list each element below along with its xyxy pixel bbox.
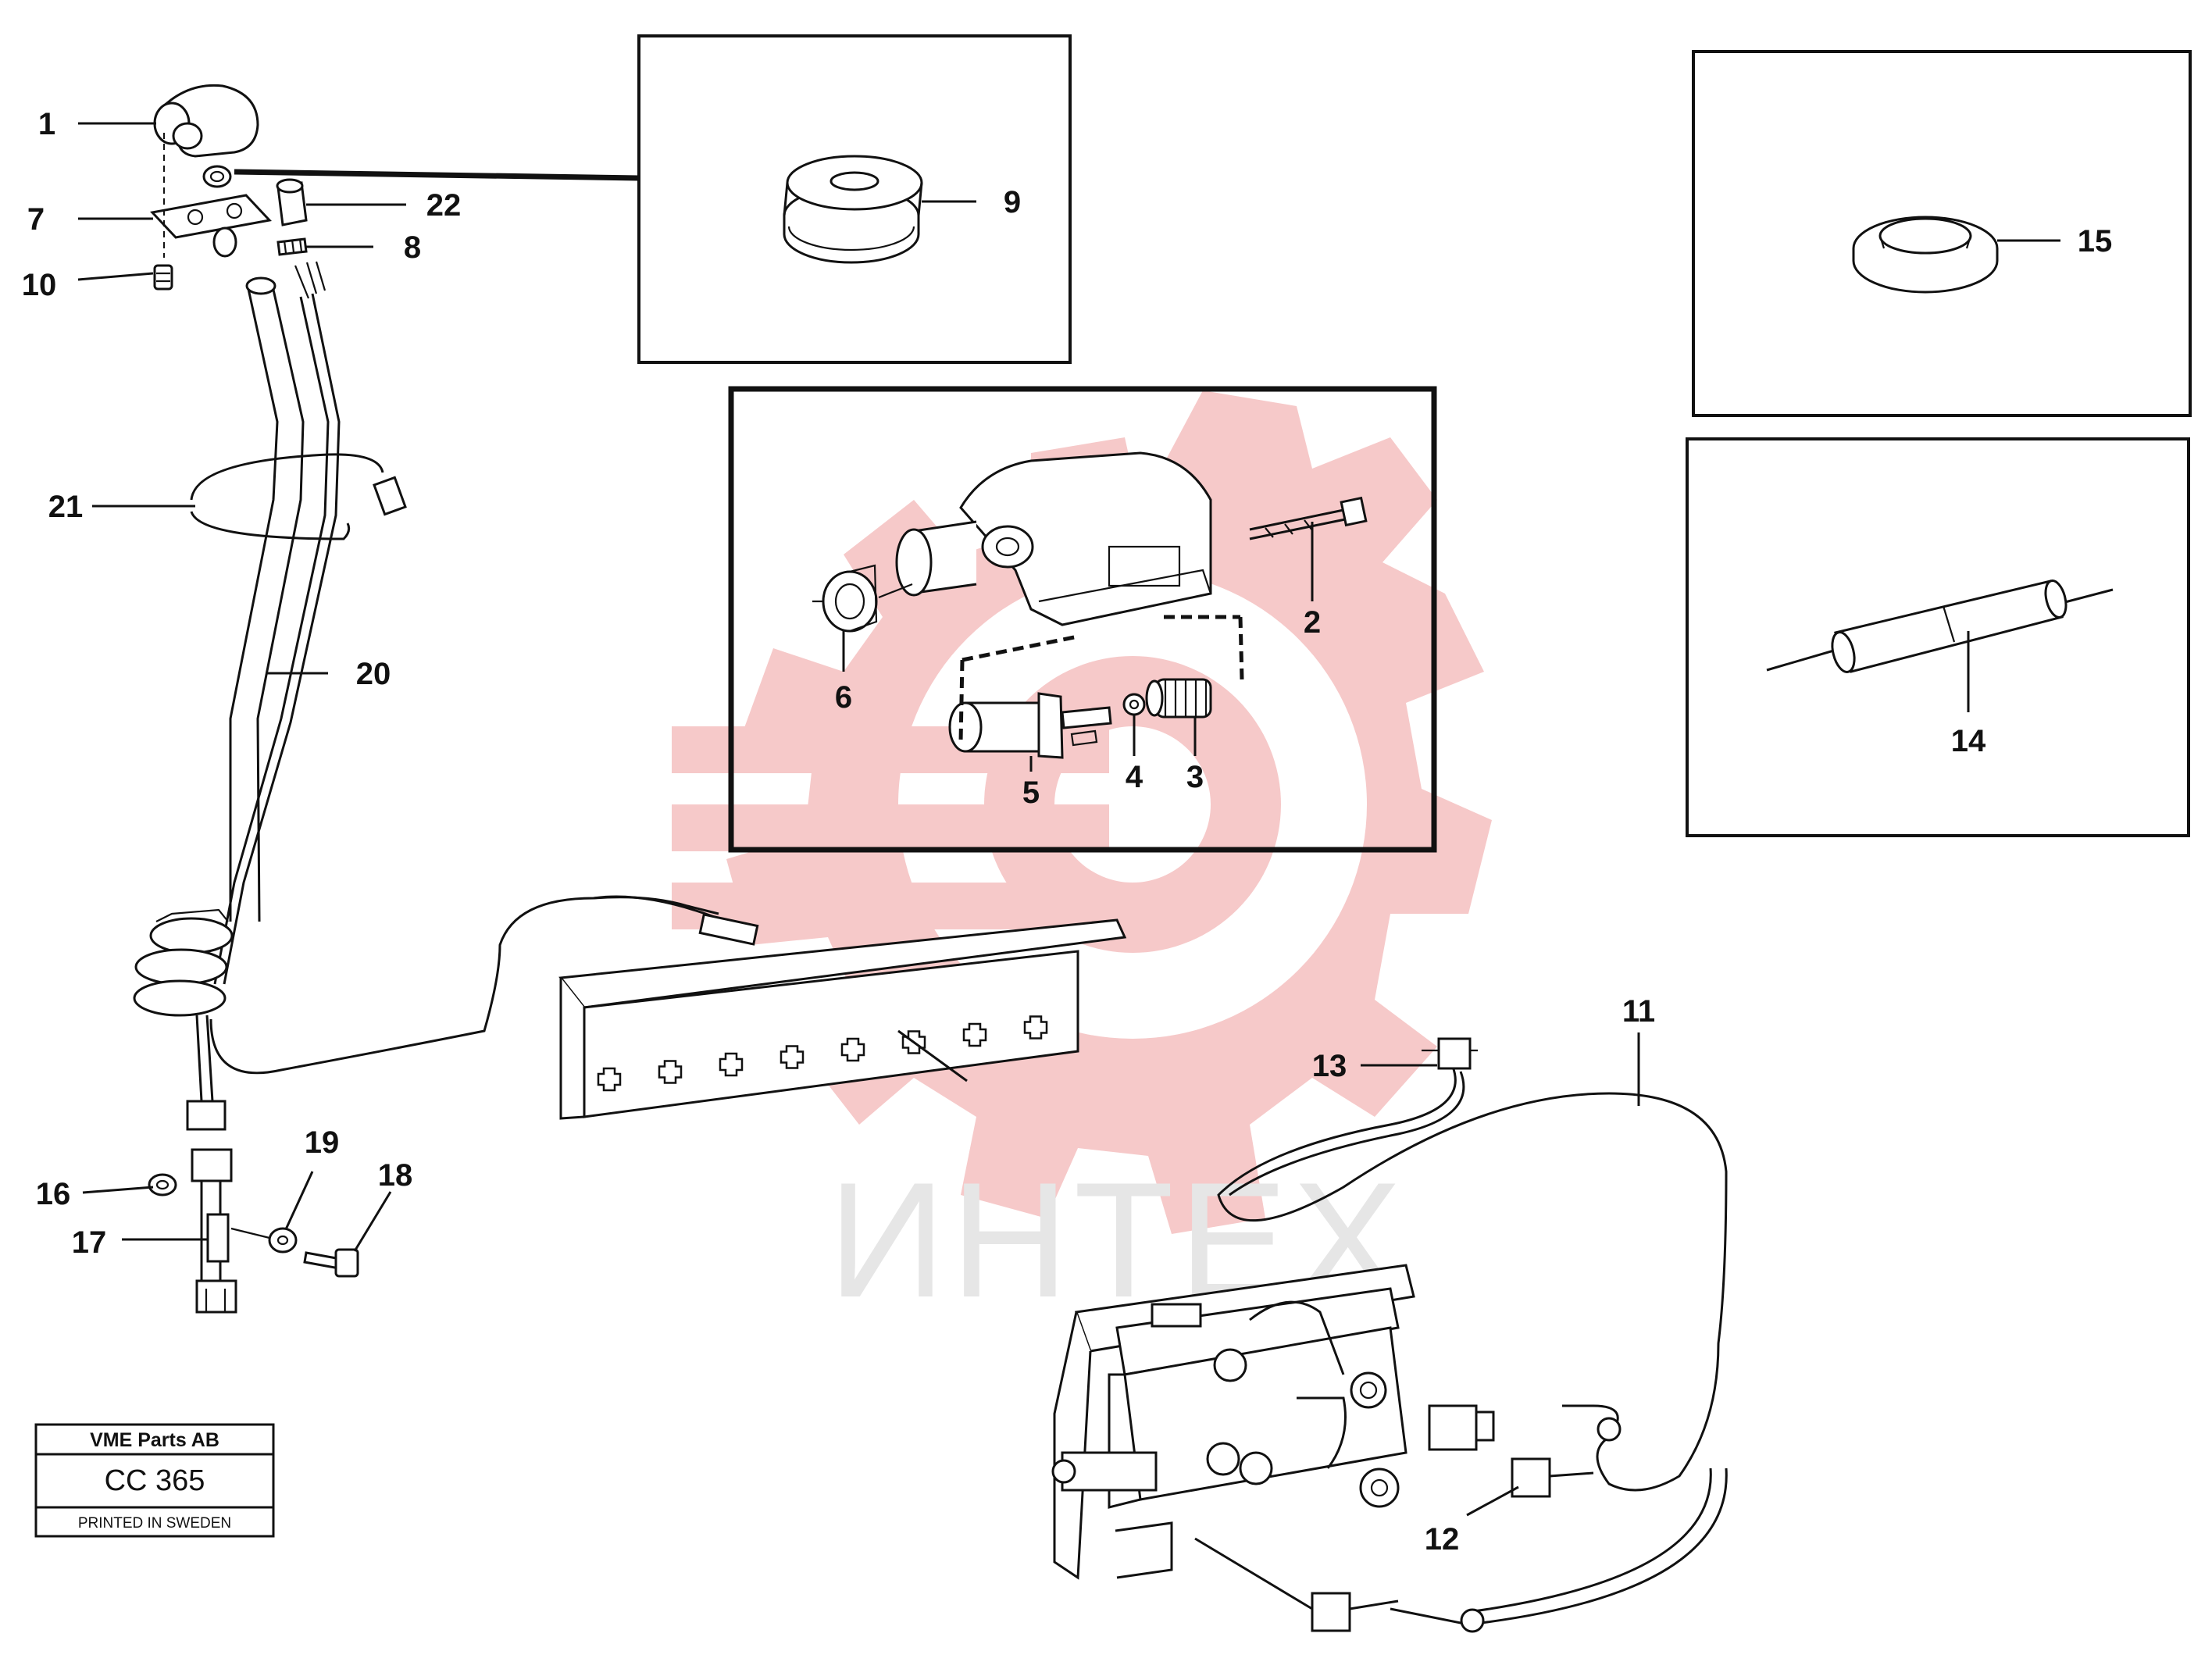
callout-2: 2 xyxy=(1304,605,1321,640)
spring-3 xyxy=(1145,678,1212,719)
stamp-company: VME Parts AB xyxy=(90,1429,219,1451)
speed-stripe-2 xyxy=(672,804,1109,851)
callout-16: 16 xyxy=(36,1177,71,1211)
indicator-panel xyxy=(558,918,1127,1120)
washer-4 xyxy=(1122,693,1146,716)
callout-21: 21 xyxy=(48,490,84,524)
leader-12a xyxy=(1466,1485,1519,1517)
connector-12-lower xyxy=(1311,1592,1351,1632)
title-stamp: VME Parts AB CC 365 PRINTED IN SWEDEN xyxy=(34,1423,275,1538)
bolt-18 xyxy=(303,1248,359,1278)
connector-12-upper xyxy=(1511,1457,1551,1498)
callout-9: 9 xyxy=(1004,185,1021,219)
callout-12: 12 xyxy=(1425,1522,1460,1557)
nut-16 xyxy=(148,1173,177,1196)
lamp-hole-3 xyxy=(719,1052,744,1077)
inset-box-grommet-9 xyxy=(637,34,1072,364)
callout-10: 10 xyxy=(22,268,57,302)
callout-8: 8 xyxy=(404,230,421,265)
callout-18: 18 xyxy=(378,1158,413,1193)
callout-7: 7 xyxy=(27,202,45,237)
screw-10 xyxy=(153,264,173,291)
callout-17: 17 xyxy=(72,1225,107,1260)
callout-4: 4 xyxy=(1126,760,1143,794)
screw-2 xyxy=(1249,496,1368,540)
callout-3: 3 xyxy=(1186,760,1204,794)
lamp-hole-7 xyxy=(962,1022,987,1047)
harness-connectors xyxy=(186,1015,237,1314)
pin-8 xyxy=(276,237,308,256)
assembly-guide-lines xyxy=(958,615,1244,743)
knob-1 xyxy=(153,84,259,158)
washer-19 xyxy=(268,1227,298,1254)
callout-19: 19 xyxy=(305,1125,340,1160)
stamp-printed: PRINTED IN SWEDEN xyxy=(78,1515,231,1532)
callout-15: 15 xyxy=(2078,224,2113,259)
leader-12b xyxy=(1194,1537,1313,1610)
inset-box-switch-assembly xyxy=(728,386,1437,853)
rubber-boot xyxy=(133,908,234,1017)
speed-stripe-3 xyxy=(672,883,1109,929)
callout-22: 22 xyxy=(426,188,462,223)
callout-labels: 1 2 3 4 5 6 7 8 9 10 11 12 13 14 15 16 1… xyxy=(22,107,2113,1557)
bracket-plate-7 xyxy=(150,194,272,258)
panel-holes xyxy=(597,1015,1048,1092)
callout-1: 1 xyxy=(38,107,55,141)
lamp-hole-8 xyxy=(1023,1015,1048,1040)
grommet-15 xyxy=(1852,216,1999,294)
stamp-code: CC 365 xyxy=(105,1464,205,1497)
cable-tie-21 xyxy=(190,453,407,540)
leader-18 xyxy=(353,1191,392,1252)
lamp-hole-2 xyxy=(658,1060,683,1084)
callout-6: 6 xyxy=(835,680,852,715)
sleeve-22 xyxy=(276,178,308,226)
control-valve-block xyxy=(1051,1264,1495,1580)
leader-10 xyxy=(77,272,154,281)
resistor-14 xyxy=(1766,580,2114,673)
callout-13: 13 xyxy=(1312,1049,1347,1083)
callout-11: 11 xyxy=(1622,994,1655,1029)
leader-19 xyxy=(284,1171,314,1230)
cable-11 xyxy=(1217,1066,1728,1492)
leader-16 xyxy=(82,1186,154,1194)
reference-line-to-inset xyxy=(234,169,640,181)
lamp-hole-4 xyxy=(780,1045,805,1069)
lever-rod-20 xyxy=(213,261,341,985)
lamp-hole-1 xyxy=(597,1067,622,1092)
callout-20: 20 xyxy=(356,657,391,691)
switch-body-5 xyxy=(948,692,1112,759)
bushing-6 xyxy=(812,564,913,633)
switch-housing xyxy=(895,451,1212,626)
connector-13 xyxy=(1437,1037,1472,1070)
inset-box-grommet-15 xyxy=(1692,50,2192,417)
inset-box-resistor-14 xyxy=(1686,437,2190,837)
panel-connector xyxy=(698,913,759,946)
nut-washer-stack xyxy=(202,165,232,188)
callout-5: 5 xyxy=(1022,776,1040,810)
callout-14: 14 xyxy=(1951,724,1986,758)
lamp-hole-5 xyxy=(840,1037,865,1062)
leader-connector-line xyxy=(230,1227,270,1239)
grommet-9 xyxy=(783,155,923,264)
